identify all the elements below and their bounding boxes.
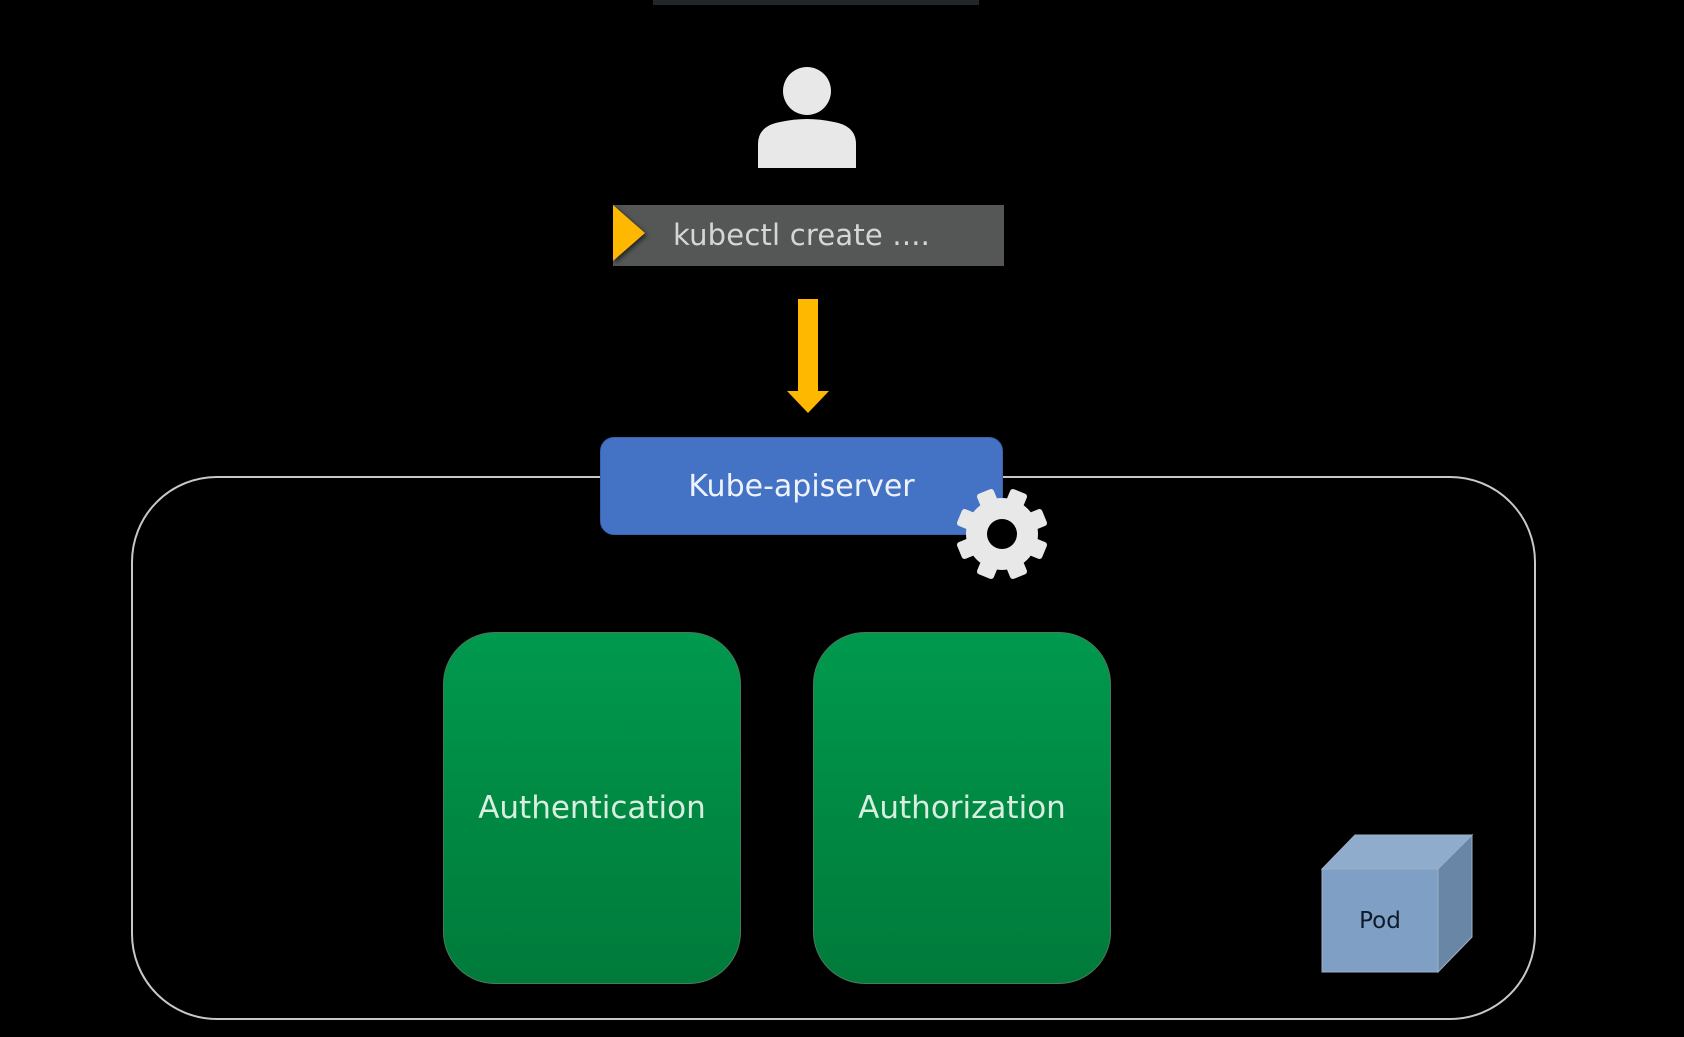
gear-icon xyxy=(956,488,1048,580)
prompt-triangle-icon xyxy=(613,205,645,261)
command-bar: kubectl create .... xyxy=(613,205,1004,266)
cube-icon xyxy=(1320,833,1474,974)
gear-tooth xyxy=(1006,488,1027,509)
authorization-label: Authorization xyxy=(858,790,1066,826)
top-bar xyxy=(653,0,979,5)
gear-tooth xyxy=(1006,559,1027,580)
pod-label-text: Pod xyxy=(1359,907,1401,934)
authentication-label: Authentication xyxy=(478,790,706,826)
gear-tooth xyxy=(1027,538,1048,559)
pod-label: Pod xyxy=(1322,869,1438,972)
gear-tooth xyxy=(956,509,977,530)
gear-tooth xyxy=(977,488,998,509)
kube-apiserver-label: Kube-apiserver xyxy=(688,469,915,504)
arrow-down-icon xyxy=(787,299,829,413)
kube-apiserver-box: Kube-apiserver xyxy=(600,437,1003,535)
user-icon xyxy=(758,67,856,168)
authentication-box: Authentication xyxy=(443,632,741,984)
gear-tooth xyxy=(1027,509,1048,530)
command-text: kubectl create .... xyxy=(673,218,931,252)
gear-tooth xyxy=(956,538,977,559)
authorization-box: Authorization xyxy=(813,632,1111,984)
gear-tooth xyxy=(977,559,998,580)
